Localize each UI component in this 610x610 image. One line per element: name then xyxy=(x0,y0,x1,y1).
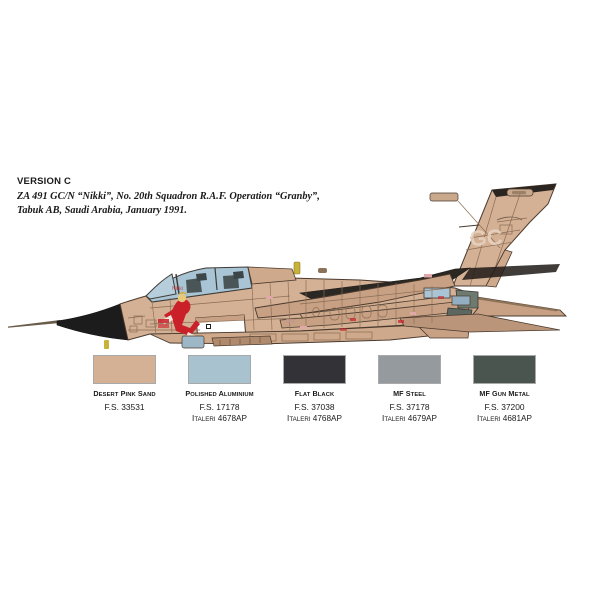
swatch-chip-3 xyxy=(378,355,441,384)
swatch-name-2: FLAT BLACK xyxy=(294,389,335,398)
wing-far-side xyxy=(462,264,560,280)
canopy-spine xyxy=(247,266,297,285)
swatch-italeri-1: ITALERI 4678AP xyxy=(192,414,247,423)
swatch-chip-2 xyxy=(283,355,346,384)
swatch-italeri-3: ITALERI 4679AP xyxy=(382,414,437,423)
swatch-polished-aluminium: POLISHED ALUMINIUM F.S. 17178 ITALERI 46… xyxy=(172,355,267,426)
swatch-flat-black: FLAT BLACK F.S. 37038 ITALERI 4768AP xyxy=(267,355,362,426)
aircraft-body: GC xyxy=(8,183,568,349)
canopy-frame-mid xyxy=(175,273,180,295)
swatch-italeri-4: ITALERI 4681AP xyxy=(477,414,532,423)
caption-block: VERSION C ZA 491 GC/N “Nikki”, No. 20th … xyxy=(17,176,377,217)
rwr-antenna-yellow xyxy=(293,261,301,275)
weapons-rack xyxy=(211,335,273,347)
ejection-seat-front xyxy=(186,278,202,293)
tail-code: GC xyxy=(469,224,503,251)
color-swatch-row: DESERT PINK SAND F.S. 33531 POLISHED ALU… xyxy=(0,355,610,426)
ventral-pod xyxy=(181,335,205,349)
swatch-fs-2: F.S. 37038 xyxy=(294,402,335,412)
swatch-fs-4: F.S. 37200 xyxy=(484,402,525,412)
swatch-fs-1: F.S. 17178 xyxy=(199,402,240,412)
weapons-rack-detail xyxy=(219,337,261,345)
aircraft-illustration: GC xyxy=(0,168,610,358)
stencil-markings xyxy=(158,274,444,331)
fin-tip-fairing-detail xyxy=(512,191,526,195)
nose-probe xyxy=(8,320,60,328)
headrest-front xyxy=(196,273,207,281)
nose-antenna-yellow xyxy=(104,340,109,349)
swatch-italeri-2: ITALERI 4768AP xyxy=(287,414,342,423)
swatch-chip-4 xyxy=(473,355,536,384)
swatch-fs-0: F.S. 33531 xyxy=(104,402,145,412)
swatch-mf-steel: MF STEEL F.S. 37178 ITALERI 4679AP xyxy=(362,355,457,426)
version-title: VERSION C xyxy=(17,176,72,187)
swatch-mf-gun-metal: MF GUN METAL F.S. 37200 ITALERI 4681AP xyxy=(457,355,552,426)
swatch-name-1: POLISHED ALUMINIUM xyxy=(185,389,254,398)
swatch-name-4: MF GUN METAL xyxy=(479,389,530,398)
radome xyxy=(56,303,129,341)
swatch-name-0: DESERT PINK SAND xyxy=(93,389,156,398)
fin-fuel-vent xyxy=(496,216,523,221)
tailplane-leading-edge xyxy=(468,296,560,312)
airbrake-panel xyxy=(423,287,451,299)
swatch-fs-3: F.S. 37178 xyxy=(389,402,430,412)
caption-line-1: ZA 491 GC/N “Nikki”, No. 20th Squadron R… xyxy=(17,191,320,202)
tailplane-far-side xyxy=(399,313,561,333)
antenna-blade xyxy=(318,268,327,273)
fin-rib-line xyxy=(458,224,480,228)
intake-ramp xyxy=(196,315,244,323)
swatch-chip-1 xyxy=(188,355,251,384)
nose-art-text: Nikki xyxy=(172,286,183,292)
canopy-frame-rear xyxy=(214,267,218,291)
headrest-rear xyxy=(233,271,244,279)
swatch-desert-pink-sand: DESERT PINK SAND F.S. 33531 xyxy=(77,355,172,426)
canopy-windscreen xyxy=(145,273,177,300)
nose-detail-panels xyxy=(129,315,157,333)
fin-antenna-left xyxy=(429,192,459,202)
caption-line-2: Tabuk AB, Saudi Arabia, January 1991. xyxy=(17,204,187,216)
swatch-name-3: MF STEEL xyxy=(393,389,426,398)
fin-access-panel xyxy=(499,224,513,235)
rear-access-panel xyxy=(451,295,471,306)
swatch-chip-0 xyxy=(93,355,156,384)
